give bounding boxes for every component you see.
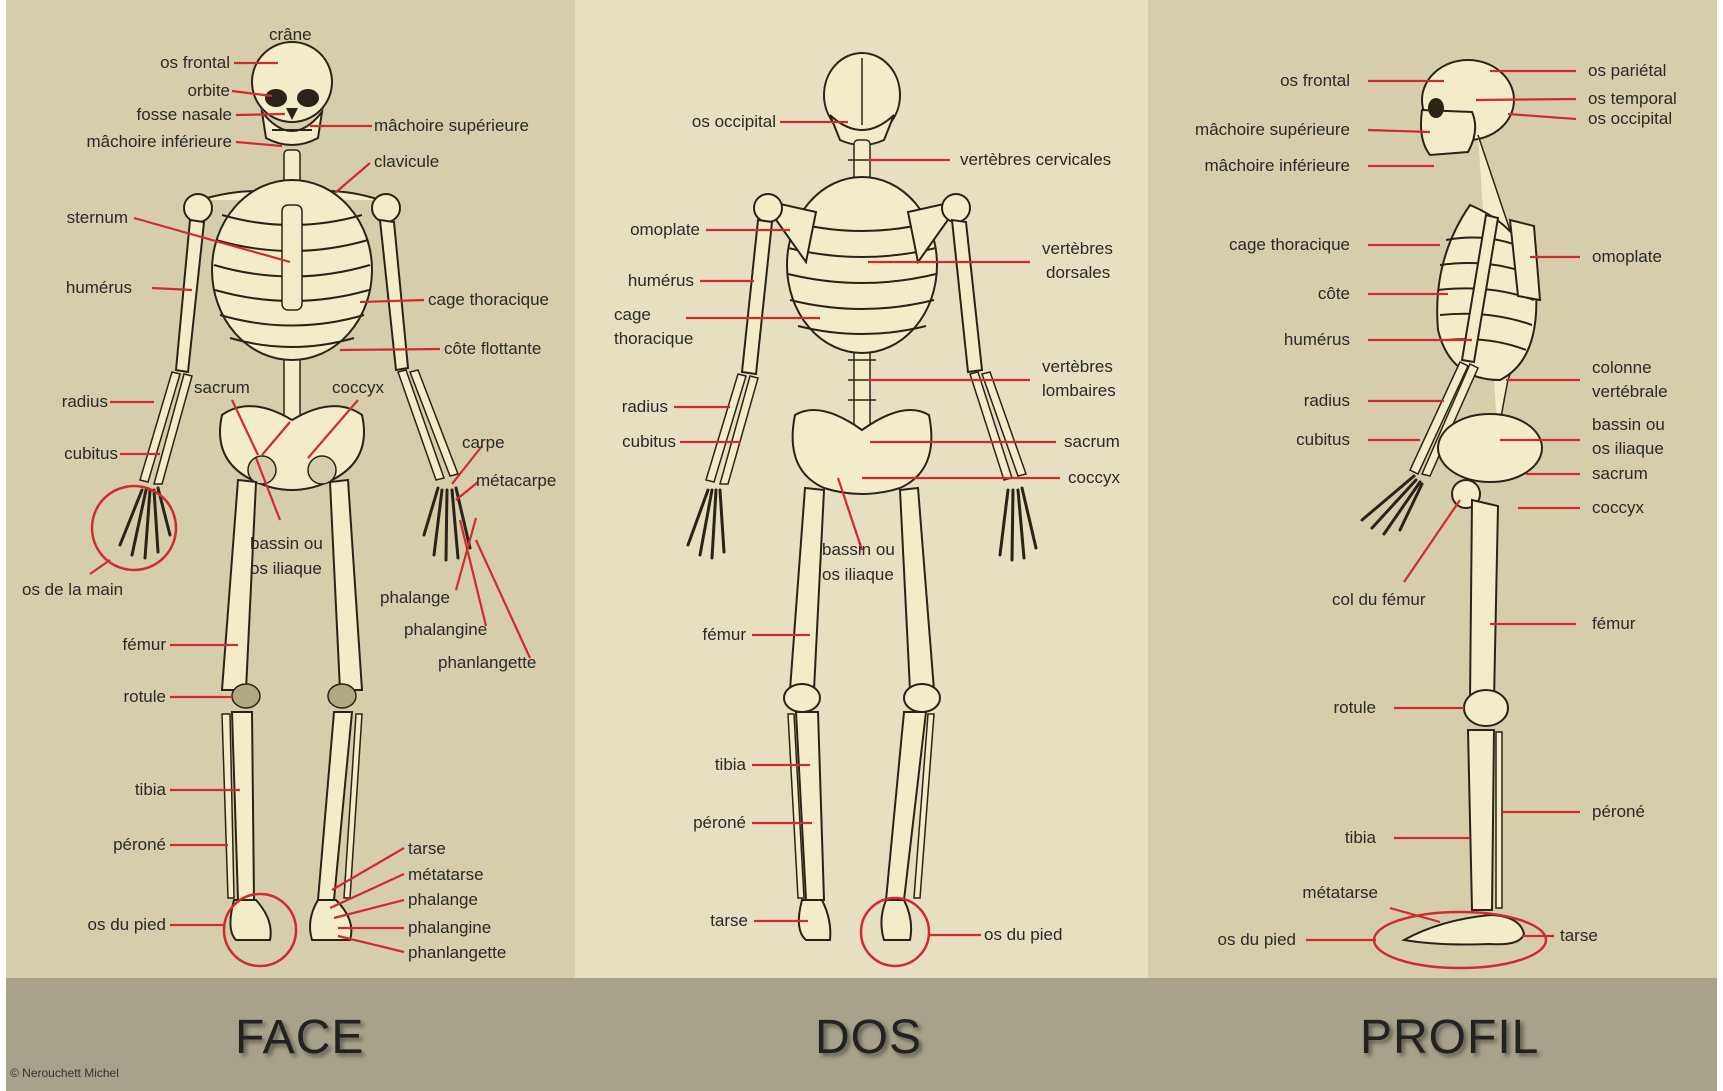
- label-phalangine-pied: phalangine: [408, 917, 491, 939]
- view-title-profil: PROFIL: [1360, 1010, 1539, 1065]
- label-radius-profil: radius: [1304, 390, 1350, 412]
- label-os-frontal-profil: os frontal: [1280, 70, 1350, 92]
- label-humerus-dos: humérus: [628, 270, 694, 292]
- label-sacrum: sacrum: [194, 377, 250, 399]
- label-bassin-ou: bassin ou: [250, 533, 323, 555]
- label-os-du-pied-profil: os du pied: [1218, 929, 1296, 951]
- label-os-iliaque-profil: os iliaque: [1592, 438, 1664, 460]
- label-phanlangette: phanlangette: [438, 652, 536, 674]
- label-vertebres-cervicales: vertèbres cervicales: [960, 149, 1111, 171]
- label-cubitus-profil: cubitus: [1296, 429, 1350, 451]
- label-os-iliaque: os iliaque: [250, 558, 322, 580]
- label-femur-dos: fémur: [703, 624, 746, 646]
- label-os-occipital: os occipital: [692, 111, 776, 133]
- face-skeleton: [120, 42, 470, 940]
- dos-skeleton: [688, 53, 1036, 940]
- label-cote-flottante: côte flottante: [444, 338, 541, 360]
- label-vertebres-l: vertèbres: [1042, 356, 1113, 378]
- label-metacarpe: métacarpe: [476, 470, 556, 492]
- label-machoire-inferieure-profil: mâchoire inférieure: [1204, 155, 1350, 177]
- label-cubitus: cubitus: [64, 443, 118, 465]
- label-os-du-pied-dos: os du pied: [984, 924, 1062, 946]
- label-tarse: tarse: [408, 838, 446, 860]
- label-crane: crâne: [269, 24, 312, 46]
- label-machoire-superieure-profil: mâchoire supérieure: [1195, 119, 1350, 141]
- label-rotule-profil: rotule: [1333, 697, 1376, 719]
- view-title-face: FACE: [235, 1010, 364, 1065]
- label-phalangine: phalangine: [404, 619, 487, 641]
- label-lombaires: lombaires: [1042, 380, 1116, 402]
- label-humerus-profil: humérus: [1284, 329, 1350, 351]
- label-orbite: orbite: [187, 80, 230, 102]
- label-cage: cage: [614, 304, 651, 326]
- label-sacrum-dos: sacrum: [1064, 431, 1120, 453]
- label-coccyx-dos: coccyx: [1068, 467, 1120, 489]
- label-os-frontal: os frontal: [160, 52, 230, 74]
- label-perone-dos: péroné: [693, 812, 746, 834]
- label-radius-dos: radius: [622, 396, 668, 418]
- label-coccyx: coccyx: [332, 377, 384, 399]
- label-cage-thoracique-profil: cage thoracique: [1229, 234, 1350, 256]
- label-sacrum-profil: sacrum: [1592, 463, 1648, 485]
- label-cote: côte: [1318, 283, 1350, 305]
- label-perone: péroné: [113, 834, 166, 856]
- label-femur-profil: fémur: [1592, 613, 1635, 635]
- label-col-du-femur: col du fémur: [1332, 589, 1426, 611]
- label-femur: fémur: [123, 634, 166, 656]
- label-cubitus-dos: cubitus: [622, 431, 676, 453]
- label-coccyx-profil: coccyx: [1592, 497, 1644, 519]
- label-os-occipital-profil: os occipital: [1588, 108, 1672, 130]
- skeleton-illustrations: [0, 0, 1723, 978]
- label-omoplate: omoplate: [630, 219, 700, 241]
- label-os-parietal: os pariétal: [1588, 60, 1666, 82]
- label-tarse-dos: tarse: [710, 910, 748, 932]
- label-sternum: sternum: [67, 207, 128, 229]
- label-os-iliaque-dos: os iliaque: [822, 564, 894, 586]
- label-metatarse: métatarse: [408, 864, 484, 886]
- label-bassin-ou-profil: bassin ou: [1592, 414, 1665, 436]
- label-colonne: colonne: [1592, 357, 1652, 379]
- label-dorsales: dorsales: [1046, 262, 1110, 284]
- label-fosse-nasale: fosse nasale: [137, 104, 232, 126]
- label-rotule: rotule: [123, 686, 166, 708]
- label-perone-profil: péroné: [1592, 801, 1645, 823]
- label-os-du-pied: os du pied: [88, 914, 166, 936]
- label-os-de-la-main: os de la main: [22, 579, 123, 601]
- view-title-dos: DOS: [815, 1010, 922, 1065]
- label-machoire-superieure: mâchoire supérieure: [374, 115, 529, 137]
- label-tarse-profil: tarse: [1560, 925, 1598, 947]
- label-phalange-pied: phalange: [408, 889, 478, 911]
- label-tibia-profil: tibia: [1345, 827, 1376, 849]
- label-vertebres-d: vertèbres: [1042, 238, 1113, 260]
- label-tibia-dos: tibia: [715, 754, 746, 776]
- copyright-credit: © Nerouchett Michel: [10, 1066, 119, 1080]
- label-metatarse-profil: métatarse: [1302, 882, 1378, 904]
- label-clavicule: clavicule: [374, 151, 439, 173]
- label-carpe: carpe: [462, 432, 505, 454]
- label-os-temporal: os temporal: [1588, 88, 1677, 110]
- label-omoplate-profil: omoplate: [1592, 246, 1662, 268]
- label-vertebrale: vertébrale: [1592, 381, 1668, 403]
- label-machoire-inferieure: mâchoire inférieure: [86, 131, 232, 153]
- label-phalange: phalange: [380, 587, 450, 609]
- label-humerus: humérus: [66, 277, 132, 299]
- label-tibia: tibia: [135, 779, 166, 801]
- label-thoracique: thoracique: [614, 328, 693, 350]
- label-bassin-ou-dos: bassin ou: [822, 539, 895, 561]
- label-radius: radius: [62, 391, 108, 413]
- label-phanlangette-pied: phanlangette: [408, 942, 506, 964]
- label-cage-thoracique: cage thoracique: [428, 289, 549, 311]
